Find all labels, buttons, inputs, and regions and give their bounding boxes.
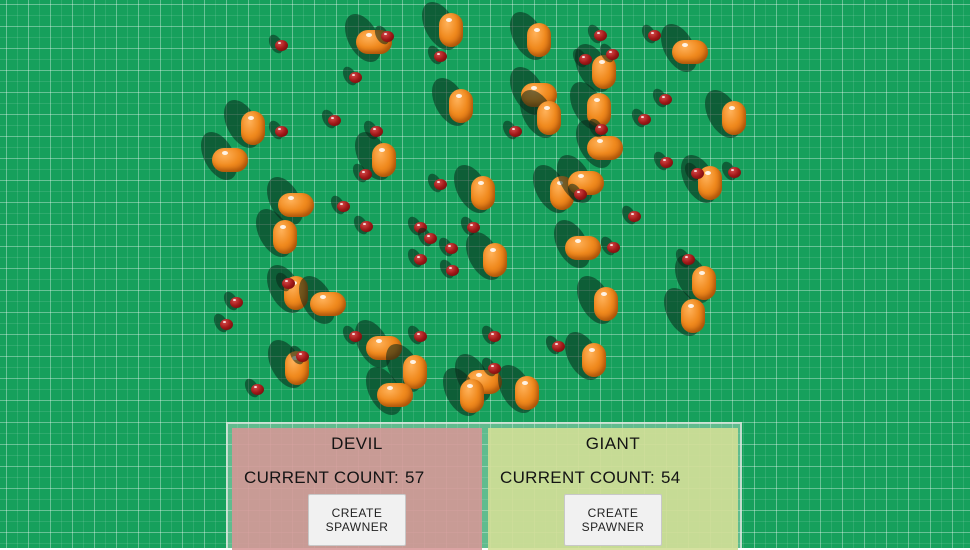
devil-body bbox=[552, 341, 565, 352]
devil-body bbox=[445, 243, 458, 254]
devil-body bbox=[275, 40, 288, 51]
giant-body bbox=[527, 23, 551, 57]
giant-count-label: CURRENT COUNT: bbox=[500, 468, 656, 487]
giant-body bbox=[594, 287, 618, 321]
devil-body bbox=[282, 278, 295, 289]
giant-body bbox=[515, 376, 539, 410]
devil-body bbox=[370, 126, 383, 137]
devil-body bbox=[659, 94, 672, 105]
devil-body bbox=[328, 115, 341, 126]
devil-title: DEVIL bbox=[331, 434, 383, 453]
devil-body bbox=[230, 297, 243, 308]
devil-count-label: CURRENT COUNT: bbox=[244, 468, 400, 487]
giant-body bbox=[483, 243, 507, 277]
giant-body bbox=[582, 343, 606, 377]
devil-count-row: CURRENT COUNT: 57 bbox=[244, 468, 425, 488]
devil-body bbox=[381, 31, 394, 42]
giant-body bbox=[403, 355, 427, 389]
devil-body bbox=[728, 167, 741, 178]
devil-body bbox=[579, 54, 592, 65]
giant-body bbox=[672, 40, 708, 64]
devil-body bbox=[628, 211, 641, 222]
devil-body bbox=[648, 30, 661, 41]
devil-body bbox=[467, 222, 480, 233]
devil-body bbox=[434, 51, 447, 62]
giant-body bbox=[377, 383, 413, 407]
devil-body bbox=[251, 384, 264, 395]
giant-body bbox=[372, 143, 396, 177]
devil-body bbox=[296, 351, 309, 362]
giant-count-value: 54 bbox=[661, 468, 681, 487]
giant-body bbox=[681, 299, 705, 333]
devil-body bbox=[349, 72, 362, 83]
giant-body bbox=[537, 101, 561, 135]
devil-body bbox=[691, 168, 704, 179]
giant-count-row: CURRENT COUNT: 54 bbox=[500, 468, 681, 488]
devil-body bbox=[359, 169, 372, 180]
giant-create-spawner-button[interactable]: CREATE SPAWNER bbox=[564, 494, 662, 546]
devil-body bbox=[434, 179, 447, 190]
devil-body bbox=[488, 363, 501, 374]
devil-panel: DEVIL CURRENT COUNT: 57 CREATE SPAWNER bbox=[232, 428, 482, 550]
giant-body bbox=[722, 101, 746, 135]
giant-body bbox=[439, 13, 463, 47]
devil-body bbox=[509, 126, 522, 137]
giant-body bbox=[460, 379, 484, 413]
giant-body bbox=[310, 292, 346, 316]
devil-body bbox=[606, 49, 619, 60]
devil-body bbox=[337, 201, 350, 212]
giant-body bbox=[565, 236, 601, 260]
devil-count-value: 57 bbox=[405, 468, 425, 487]
devil-body bbox=[220, 319, 233, 330]
giant-panel: GIANT CURRENT COUNT: 54 CREATE SPAWNER bbox=[488, 428, 738, 550]
devil-body bbox=[349, 331, 362, 342]
giant-body bbox=[449, 89, 473, 123]
devil-create-spawner-button[interactable]: CREATE SPAWNER bbox=[308, 494, 406, 546]
giant-title: GIANT bbox=[585, 434, 641, 453]
giant-body bbox=[471, 176, 495, 210]
giant-body bbox=[587, 136, 623, 160]
devil-body bbox=[574, 189, 587, 200]
devil-body bbox=[594, 30, 607, 41]
giant-body bbox=[273, 220, 297, 254]
spawner-hud: DEVIL CURRENT COUNT: 57 CREATE SPAWNER GI… bbox=[226, 422, 742, 550]
devil-body bbox=[682, 254, 695, 265]
devil-body bbox=[360, 221, 373, 232]
devil-body bbox=[638, 114, 651, 125]
devil-body bbox=[275, 126, 288, 137]
devil-body bbox=[595, 124, 608, 135]
devil-body bbox=[607, 242, 620, 253]
devil-body bbox=[414, 254, 427, 265]
devil-body bbox=[414, 331, 427, 342]
giant-body bbox=[278, 193, 314, 217]
devil-body bbox=[446, 265, 459, 276]
devil-body bbox=[424, 233, 437, 244]
giant-body bbox=[212, 148, 248, 172]
devil-body bbox=[488, 331, 501, 342]
giant-body bbox=[692, 266, 716, 300]
giant-body bbox=[241, 111, 265, 145]
devil-body bbox=[660, 157, 673, 168]
